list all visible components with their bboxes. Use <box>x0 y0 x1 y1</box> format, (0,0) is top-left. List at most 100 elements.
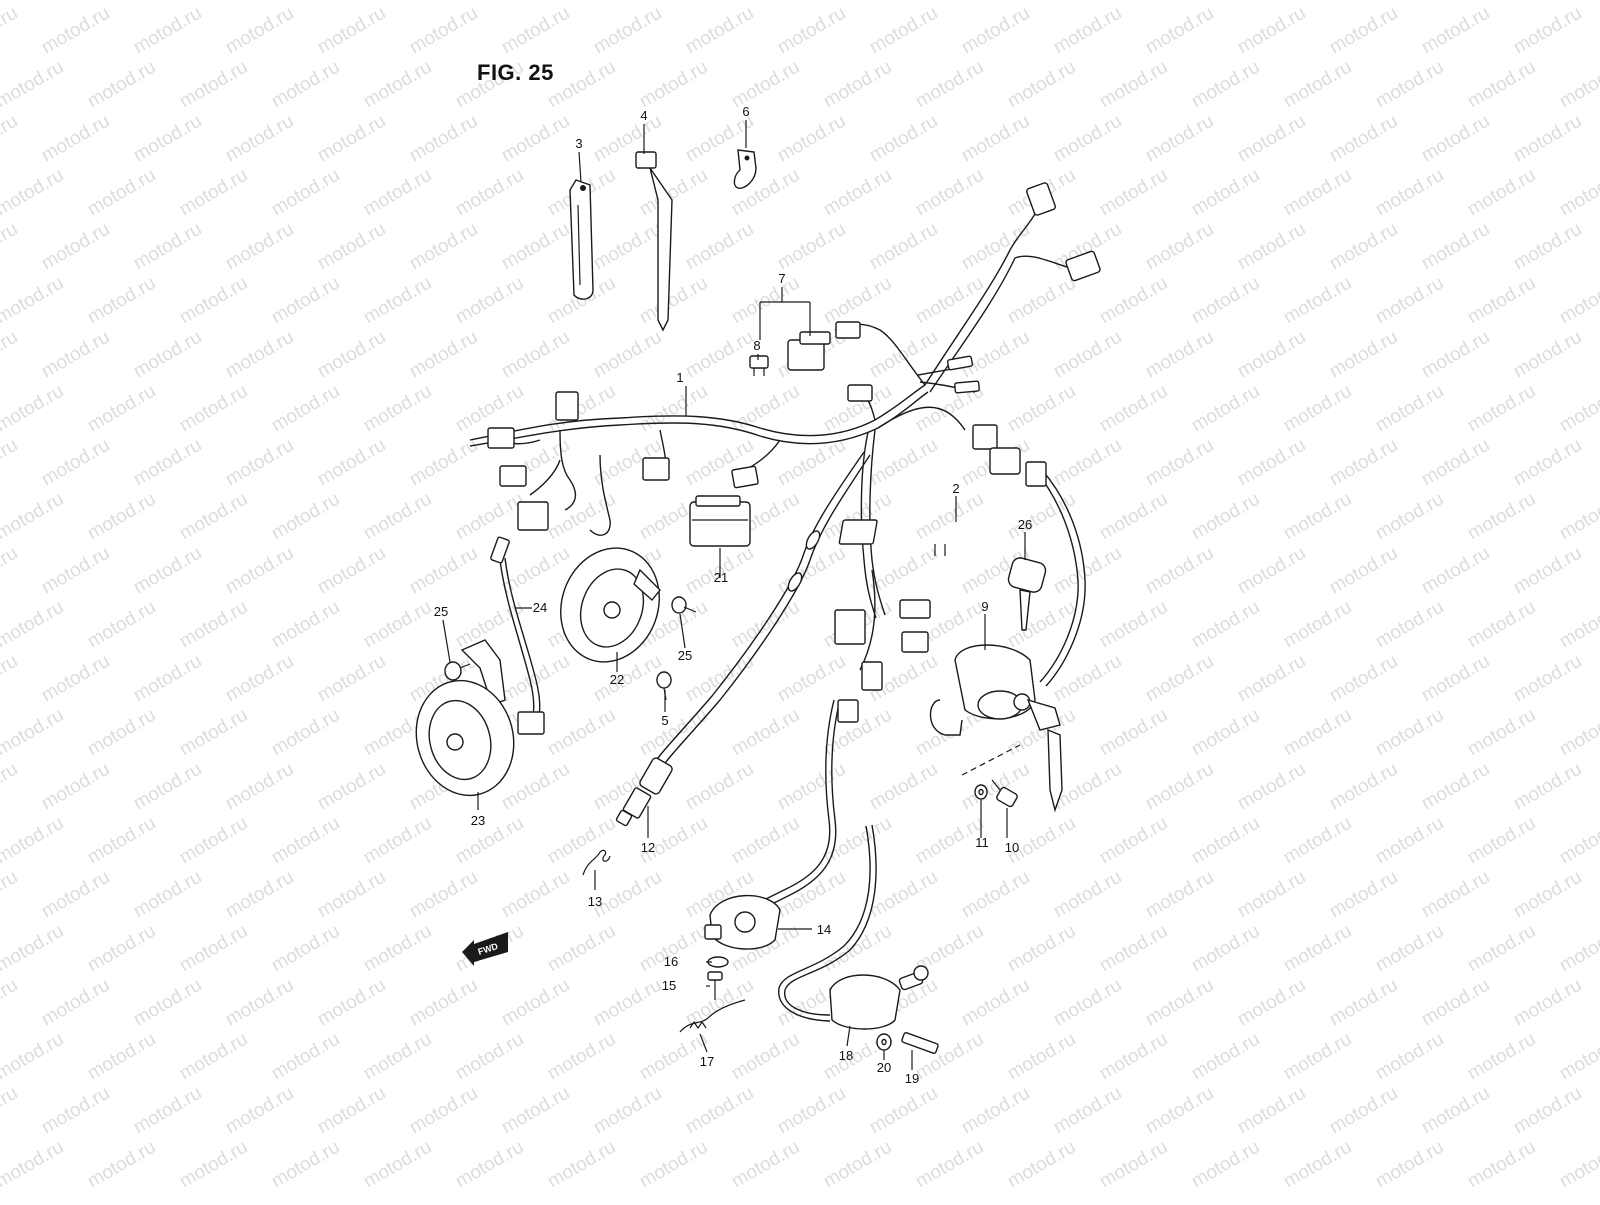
watermark-text: motod.ru <box>912 165 987 221</box>
watermark-text: motod.ru <box>406 3 481 59</box>
watermark-text: motod.ru <box>1004 1029 1079 1085</box>
callout-12: 12 <box>641 840 655 855</box>
watermark-text: motod.ru <box>0 921 67 977</box>
watermark-text: motod.ru <box>176 489 251 545</box>
callout-23: 23 <box>471 813 485 828</box>
watermark-text: motod.ru <box>1372 597 1447 653</box>
part-14-sensor <box>704 894 781 950</box>
watermark-text: motod.ru <box>314 543 389 599</box>
watermark-text: motod.ru <box>728 1137 803 1193</box>
watermark-text: motod.ru <box>0 57 67 113</box>
watermark-text: motod.ru <box>0 543 21 599</box>
watermark-text: motod.ru <box>1556 1029 1600 1085</box>
watermark-text: motod.ru <box>728 273 803 329</box>
watermark-text: motod.ru <box>544 921 619 977</box>
watermark-text: motod.ru <box>268 273 343 329</box>
watermark-text: motod.ru <box>176 921 251 977</box>
watermark-text: motod.ru <box>1372 0 1447 4</box>
watermark-text: motod.ru <box>360 813 435 869</box>
watermark-text: motod.ru <box>1326 651 1401 707</box>
watermark-text: motod.ru <box>360 0 435 4</box>
watermark-text: motod.ru <box>958 759 1033 815</box>
watermark-text: motod.ru <box>1142 975 1217 1031</box>
watermark-text: motod.ru <box>268 381 343 437</box>
watermark-text: motod.ru <box>912 489 987 545</box>
watermark-text: motod.ru <box>1556 381 1600 437</box>
callout-25-right: 25 <box>678 648 692 663</box>
watermark-text: motod.ru <box>636 381 711 437</box>
watermark-text: motod.ru <box>1556 1137 1600 1193</box>
watermark-text: motod.ru <box>0 813 67 869</box>
watermark-text: motod.ru <box>38 3 113 59</box>
watermark-text: motod.ru <box>1326 867 1401 923</box>
watermark-text: motod.ru <box>314 867 389 923</box>
watermark-text: motod.ru <box>130 759 205 815</box>
watermark-text: motod.ru <box>452 813 527 869</box>
watermark-text: motod.ru <box>406 327 481 383</box>
watermark-text: motod.ru <box>84 381 159 437</box>
watermark-text: motod.ru <box>1096 597 1171 653</box>
watermark-text: motod.ru <box>1142 3 1217 59</box>
watermark-text: motod.ru <box>1004 57 1079 113</box>
watermark-text: motod.ru <box>820 813 895 869</box>
dashed-guide <box>961 744 1021 776</box>
watermark-text: motod.ru <box>1372 921 1447 977</box>
watermark-text: motod.ru <box>0 867 21 923</box>
watermark-text: motod.ru <box>1464 813 1539 869</box>
watermark-text: motod.ru <box>866 111 941 167</box>
watermark-text: motod.ru <box>958 975 1033 1031</box>
watermark-text: motod.ru <box>590 219 665 275</box>
watermark-text: motod.ru <box>866 867 941 923</box>
watermark-text: motod.ru <box>912 1137 987 1193</box>
watermark-text: motod.ru <box>268 1029 343 1085</box>
part-8-fuse <box>749 355 769 376</box>
watermark-text: motod.ru <box>0 435 21 491</box>
watermark-text: motod.ru <box>1510 759 1585 815</box>
watermark-text: motod.ru <box>314 3 389 59</box>
watermark-text: motod.ru <box>1372 489 1447 545</box>
watermark-text: motod.ru <box>590 327 665 383</box>
watermark-text: motod.ru <box>452 1137 527 1193</box>
watermark-text: motod.ru <box>1188 489 1263 545</box>
part-20-washer <box>876 1033 892 1051</box>
forward-arrow: FWD <box>462 932 508 966</box>
watermark-text: motod.ru <box>268 489 343 545</box>
watermark-text: motod.ru <box>84 813 159 869</box>
watermark-text: motod.ru <box>1280 273 1355 329</box>
watermark-text: motod.ru <box>0 3 21 59</box>
watermark-text: motod.ru <box>1188 705 1263 761</box>
watermark-text: motod.ru <box>820 1137 895 1193</box>
watermark-text: motod.ru <box>590 1083 665 1139</box>
watermark-text: motod.ru <box>452 489 527 545</box>
watermark-text: motod.ru <box>0 651 21 707</box>
callout-13: 13 <box>588 894 602 909</box>
watermark-text: motod.ru <box>1280 813 1355 869</box>
watermark-text: motod.ru <box>1188 597 1263 653</box>
watermark-text: motod.ru <box>1418 651 1493 707</box>
watermark-text: motod.ru <box>1004 489 1079 545</box>
watermark-text: motod.ru <box>590 3 665 59</box>
watermark-text: motod.ru <box>1418 759 1493 815</box>
watermark-text: motod.ru <box>360 165 435 221</box>
callout-16: 16 <box>664 954 678 969</box>
watermark-text: motod.ru <box>1556 705 1600 761</box>
watermark-text: motod.ru <box>360 381 435 437</box>
watermark-text: motod.ru <box>1510 219 1585 275</box>
watermark-text: motod.ru <box>1280 1137 1355 1193</box>
wiring-harness <box>469 204 1086 1022</box>
callout-labels: 1 2 3 4 5 6 7 8 9 10 11 12 13 14 15 16 1… <box>434 104 1032 1086</box>
part-11-washer <box>974 784 988 800</box>
watermark-text: motod.ru <box>84 489 159 545</box>
watermark-text: motod.ru <box>1050 975 1125 1031</box>
callout-7: 7 <box>778 271 785 286</box>
watermark-text: motod.ru <box>1464 489 1539 545</box>
watermark-text: motod.ru <box>1510 327 1585 383</box>
part-6-clip <box>733 149 757 189</box>
watermark-text: motod.ru <box>728 57 803 113</box>
watermark-text: motod.ru <box>544 1029 619 1085</box>
watermark-text: motod.ru <box>84 1137 159 1193</box>
watermark-text: motod.ru <box>498 543 573 599</box>
watermark-text: motod.ru <box>1326 3 1401 59</box>
